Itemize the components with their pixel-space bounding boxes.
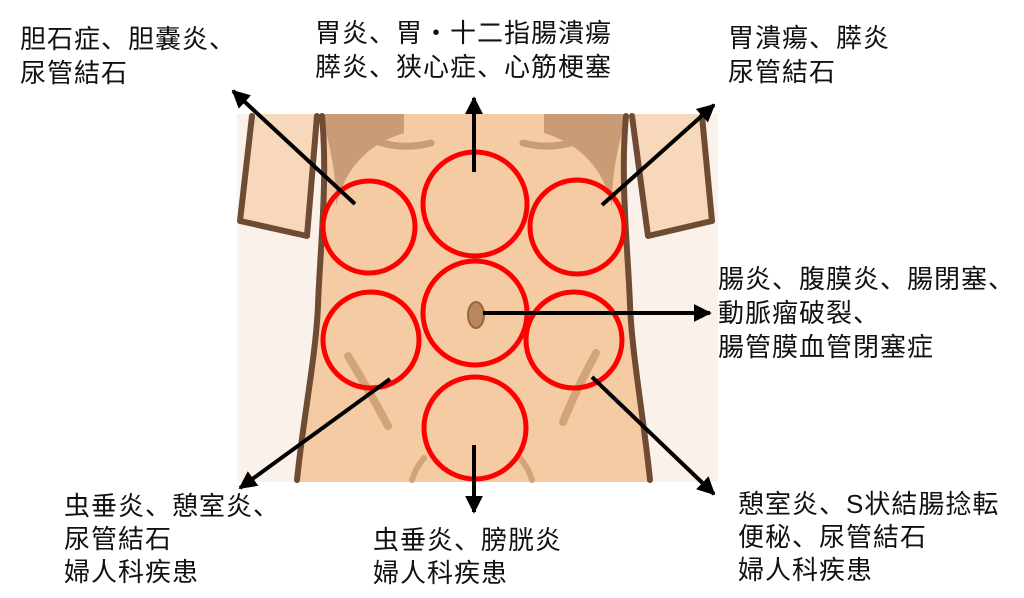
leader-arrows <box>231 89 716 514</box>
label-line: 膵炎、狭心症、心筋梗塞 <box>315 52 613 82</box>
label-line: 胆石症、胆嚢炎、 <box>20 24 237 54</box>
label-line: 婦人科疾患 <box>373 558 509 588</box>
left-chest-crease <box>352 128 435 150</box>
label-upper-left: 胆石症、胆嚢炎、 尿管結石 <box>20 22 236 90</box>
region-circle-upper-right <box>527 177 627 277</box>
label-line: 動脈瘤破裂、 <box>718 298 881 328</box>
label-line: 尿管結石 <box>20 58 129 88</box>
region-circle-upper-left <box>320 178 418 276</box>
label-line: 胃炎、胃・十二指腸潰瘍 <box>315 18 613 48</box>
label-upper-center: 胃炎、胃・十二指腸潰瘍 膵炎、狭心症、心筋梗塞 <box>315 16 612 84</box>
label-line: 婦人科疾患 <box>738 555 874 585</box>
right-arm <box>629 113 715 239</box>
torso <box>294 113 653 483</box>
label-upper-right: 胃潰瘍、膵炎 尿管結石 <box>728 21 890 89</box>
left-shoulder-shading <box>321 114 404 206</box>
arrow-to-lower-left-label <box>238 377 392 490</box>
right-chest-crease <box>519 127 602 150</box>
region-circle-middle-right <box>523 289 625 391</box>
left-hip-crease <box>344 352 392 430</box>
arrow-to-lower-right-label <box>590 375 716 496</box>
navel <box>467 301 485 329</box>
right-groin-crease <box>517 455 535 483</box>
label-right-middle: 腸炎、腹膜炎、腸閉塞、 動脈瘤破裂、 腸管膜血管閉塞症 <box>718 262 1015 364</box>
left-arm <box>237 113 320 239</box>
left-groin-crease <box>409 455 427 483</box>
label-line: 憩室炎、S状結腸捻転 <box>738 489 1000 519</box>
label-line: 胃潰瘍、膵炎 <box>728 23 891 53</box>
label-lower-left: 虫垂炎、憩室炎、 尿管結石 婦人科疾患 <box>64 490 280 589</box>
label-line: 尿管結石 <box>728 57 837 87</box>
arrow-to-upper-right-label <box>600 103 716 207</box>
label-line: 虫垂炎、膀胱炎 <box>373 525 563 555</box>
right-shoulder-shading <box>544 114 627 206</box>
label-lower-right: 憩室炎、S状結腸捻転 便秘、尿管結石 婦人科疾患 <box>738 488 999 587</box>
label-line: 尿管結石 <box>64 524 173 554</box>
label-line: 腸炎、腹膜炎、腸閉塞、 <box>718 264 1016 294</box>
arrow-to-upper-left-label <box>231 89 357 206</box>
label-line: 腸管膜血管閉塞症 <box>718 332 935 362</box>
label-lower-center: 虫垂炎、膀胱炎 婦人科疾患 <box>373 524 562 590</box>
label-line: 虫垂炎、憩室炎、 <box>64 491 281 521</box>
region-circle-middle-left <box>320 289 422 391</box>
label-line: 便秘、尿管結石 <box>738 522 928 552</box>
label-line: 婦人科疾患 <box>64 557 200 587</box>
